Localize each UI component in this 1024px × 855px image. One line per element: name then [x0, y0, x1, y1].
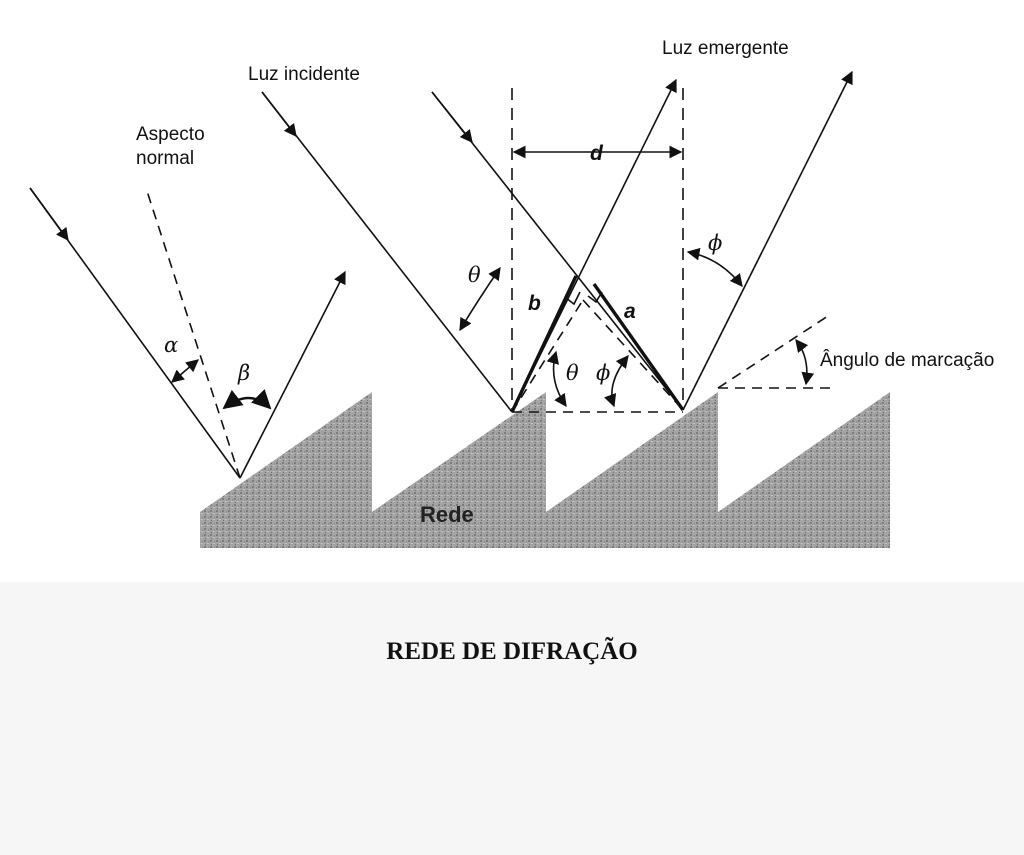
segment-a	[592, 283, 685, 411]
right-angle-mark-1	[565, 291, 581, 306]
label-phi-inner: ϕ	[596, 361, 610, 385]
grating-tooth-3	[546, 392, 718, 548]
diagram-panel: Luz incidente Luz emergente Aspecto norm…	[29, 38, 995, 548]
right-angle-mark-2	[587, 291, 603, 304]
label-normal: normal	[136, 148, 194, 169]
diffraction-grating-diagram: Luz incidente Luz emergente Aspecto norm…	[29, 38, 994, 548]
left-reflected-ray	[239, 270, 346, 479]
grating-tooth-1	[200, 392, 372, 548]
theta-arc-outer	[459, 266, 501, 332]
caption-title: REDE DE DIFRAÇÃO	[386, 638, 638, 665]
label-phi-outer: ϕ	[708, 231, 722, 255]
label-d: d	[590, 142, 604, 165]
label-theta-outer: θ	[468, 263, 481, 287]
label-beta: β	[237, 361, 250, 385]
label-luz-incidente: Luz incidente	[248, 64, 360, 85]
label-theta-inner: θ	[566, 361, 579, 385]
grating-tooth-2	[372, 392, 546, 548]
blaze-angle-arc	[795, 338, 815, 386]
label-luz-emergente: Luz emergente	[662, 38, 789, 59]
incident-ray-2	[431, 91, 684, 411]
left-ray-group	[29, 187, 346, 479]
beta-arc	[222, 388, 272, 410]
grating-teeth	[200, 392, 890, 548]
label-alpha: α	[164, 333, 178, 357]
incident-ray-1	[261, 91, 513, 413]
label-b: b	[528, 292, 541, 315]
segment-b	[510, 275, 578, 413]
label-angulo-marcacao: Ângulo de marcação	[820, 349, 994, 371]
blaze-face-extension	[717, 315, 829, 389]
phi-arc-inner	[604, 354, 629, 408]
emergent-ray-2	[682, 70, 853, 411]
theta-arc-inner	[546, 350, 567, 408]
label-rede: Rede	[420, 502, 474, 527]
alpha-arc	[171, 359, 199, 383]
left-normal-line	[145, 187, 241, 479]
main-ray-group	[261, 70, 853, 413]
label-aspecto: Aspecto	[136, 124, 205, 145]
grating-tooth-4	[718, 392, 890, 548]
label-a: a	[624, 300, 636, 323]
phi-arc-outer	[686, 247, 743, 288]
